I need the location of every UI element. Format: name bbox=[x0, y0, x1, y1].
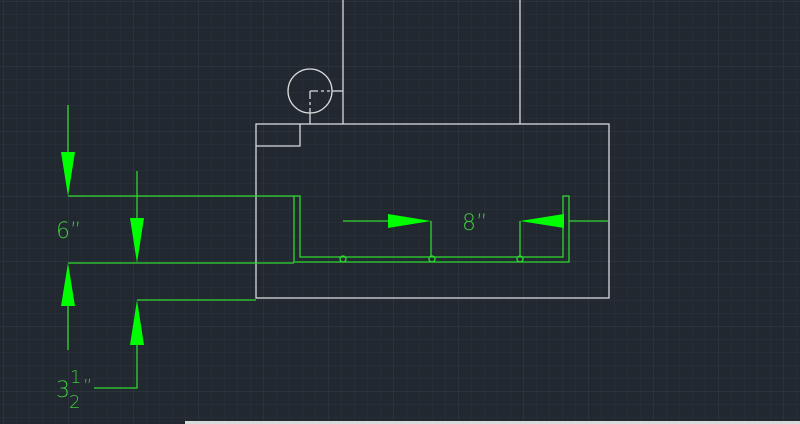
node-circle bbox=[428, 255, 436, 263]
arrow-up bbox=[130, 300, 144, 345]
arrow-left bbox=[520, 214, 564, 228]
arrow-right bbox=[388, 214, 431, 228]
dim-text-6: 6” bbox=[56, 219, 81, 244]
outer-box bbox=[255, 123, 610, 299]
channel bbox=[68, 195, 570, 301]
arrow-down bbox=[61, 152, 75, 196]
dimension-6in[interactable]: 6” bbox=[56, 105, 81, 350]
geometry bbox=[185, 0, 800, 424]
corner-box bbox=[256, 124, 301, 147]
dimension-3-5in[interactable]: 3 1 2 ” bbox=[56, 171, 144, 413]
dim-text-8: 8” bbox=[462, 211, 487, 236]
node-circle bbox=[339, 255, 347, 263]
arrow-down bbox=[130, 218, 144, 263]
dim-text-unit: ” bbox=[83, 376, 92, 397]
arrow-up bbox=[61, 263, 75, 306]
dim-text-whole: 3 bbox=[56, 378, 70, 403]
bottom-bar bbox=[185, 421, 800, 424]
dim-text-denominator: 2 bbox=[69, 392, 80, 413]
dimension-8in[interactable]: 8” bbox=[343, 211, 608, 257]
leader-line bbox=[94, 345, 138, 389]
channel-outline bbox=[68, 195, 570, 263]
dim-text-numerator: 1 bbox=[70, 367, 81, 388]
